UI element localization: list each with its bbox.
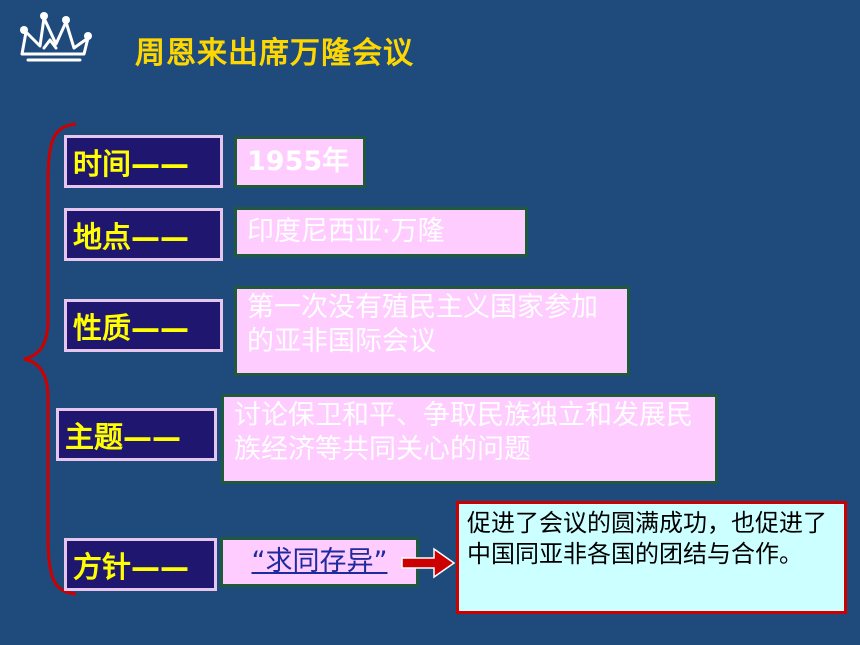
nature-value-text: 第一次没有殖民主义国家参加的亚非国际会议	[247, 292, 598, 357]
time-value: 1955年	[234, 136, 366, 188]
place-value: 印度尼西亚·万隆	[234, 207, 528, 257]
result-box: 促进了会议的圆满成功，也促进了中国同亚非各国的团结与合作。	[456, 501, 847, 614]
policy-label-text: 方针——	[73, 549, 190, 584]
policy-value-text: “求同存异”	[251, 546, 388, 578]
place-value-text: 印度尼西亚·万隆	[247, 216, 445, 248]
place-label: 地点——	[64, 208, 223, 261]
crown-logo-icon	[20, 12, 92, 62]
left-brace-icon	[23, 122, 77, 596]
theme-label: 主题——	[56, 408, 217, 461]
policy-value: “求同存异”	[220, 537, 419, 587]
theme-value-text: 讨论保卫和平、争取民族独立和发展民族经济等共同关心的问题	[234, 400, 693, 465]
time-label-text: 时间——	[73, 146, 190, 181]
page-title: 周恩来出席万隆会议	[135, 36, 414, 71]
nature-value: 第一次没有殖民主义国家参加的亚非国际会议	[234, 286, 630, 376]
result-text: 促进了会议的圆满成功，也促进了中国同亚非各国的团结与合作。	[467, 509, 827, 568]
right-arrow-icon	[401, 547, 456, 579]
nature-label: 性质——	[64, 299, 223, 352]
theme-label-text: 主题——	[65, 419, 182, 454]
nature-label-text: 性质——	[73, 310, 190, 345]
time-label: 时间——	[64, 135, 223, 188]
place-label-text: 地点——	[73, 219, 190, 254]
theme-value: 讨论保卫和平、争取民族独立和发展民族经济等共同关心的问题	[221, 394, 718, 484]
time-value-text: 1955年	[247, 146, 350, 178]
policy-label: 方针——	[64, 538, 217, 591]
